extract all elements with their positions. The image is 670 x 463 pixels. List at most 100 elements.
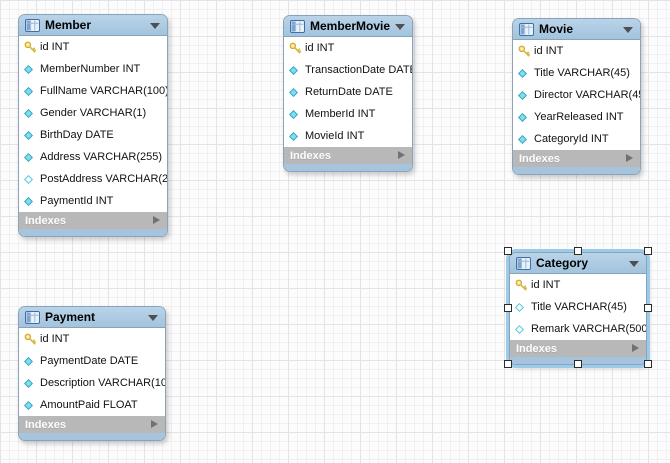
column-row[interactable]: PostAddress VARCHAR(255) [19, 168, 167, 190]
column-row[interactable]: PaymentDate DATE [19, 350, 165, 372]
indexes-footer[interactable]: Indexes [284, 147, 412, 164]
table-bottom-strip [19, 433, 165, 440]
selection-handle[interactable] [574, 247, 582, 255]
column-row[interactable]: id INT [510, 274, 646, 296]
column-row[interactable]: id INT [19, 36, 167, 58]
column-row[interactable]: Address VARCHAR(255) [19, 146, 167, 168]
column-row[interactable]: MemberNumber INT [19, 58, 167, 80]
column-row[interactable]: id INT [284, 37, 412, 59]
selection-handle[interactable] [504, 360, 512, 368]
collapse-arrow-icon[interactable] [148, 315, 158, 321]
indexes-label: Indexes [519, 152, 560, 165]
diamond-filled-icon [289, 65, 302, 75]
table-title: Payment [45, 309, 96, 324]
table-title: Movie [539, 21, 574, 36]
column-label: Director VARCHAR(45) [534, 89, 641, 101]
selection-handle[interactable] [504, 303, 512, 312]
selection-handle[interactable] [644, 247, 652, 255]
column-row[interactable]: Title VARCHAR(45) [513, 62, 640, 84]
table-icon [290, 19, 305, 33]
column-row[interactable]: Remark VARCHAR(500) [510, 318, 646, 340]
column-label: Remark VARCHAR(500) [531, 323, 647, 335]
primary-key-icon [518, 45, 531, 57]
expand-arrow-icon [151, 420, 158, 428]
table-bottom-strip [284, 164, 412, 171]
indexes-footer[interactable]: Indexes [513, 150, 640, 167]
collapse-arrow-icon[interactable] [150, 23, 160, 29]
table-category-header[interactable]: Category [510, 253, 646, 274]
table-icon [25, 310, 40, 324]
table-icon [519, 22, 534, 36]
column-row[interactable]: id INT [19, 328, 165, 350]
collapse-arrow-icon[interactable] [395, 24, 405, 30]
column-label: PaymentId INT [40, 195, 114, 207]
column-label: Address VARCHAR(255) [40, 151, 163, 163]
table-movie[interactable]: Movie id INT Title VARCHAR(45) Director … [512, 18, 641, 175]
table-title: Member [45, 17, 92, 32]
diamond-outline-icon [515, 302, 528, 312]
column-row[interactable]: CategoryId INT [513, 128, 640, 150]
diamond-filled-icon [24, 108, 37, 118]
indexes-footer[interactable]: Indexes [510, 340, 646, 357]
indexes-label: Indexes [25, 214, 66, 227]
column-row[interactable]: Gender VARCHAR(1) [19, 102, 167, 124]
diamond-outline-icon [24, 174, 37, 184]
primary-key-icon [289, 42, 302, 54]
table-member-header[interactable]: Member [19, 15, 167, 36]
table-bottom-strip [513, 167, 640, 174]
selection-handle[interactable] [644, 360, 652, 368]
column-label: AmountPaid FLOAT [40, 399, 138, 411]
table-membermovie[interactable]: MemberMovie id INT TransactionDate DATE … [283, 15, 413, 172]
table-payment[interactable]: Payment id INT PaymentDate DATE Descript… [18, 306, 166, 441]
table-payment-header[interactable]: Payment [19, 307, 165, 328]
indexes-label: Indexes [516, 342, 557, 355]
column-label: id INT [40, 41, 70, 53]
column-row[interactable]: id INT [513, 40, 640, 62]
collapse-arrow-icon[interactable] [629, 261, 639, 267]
column-label: MovieId INT [305, 130, 365, 142]
diamond-filled-icon [518, 68, 531, 78]
column-row[interactable]: MovieId INT [284, 125, 412, 147]
column-row[interactable]: Description VARCHAR(100) [19, 372, 165, 394]
table-icon [516, 256, 531, 270]
diamond-filled-icon [289, 87, 302, 97]
table-member[interactable]: Member id INT MemberNumber INT FullName … [18, 14, 168, 237]
column-label: ReturnDate DATE [305, 86, 393, 98]
column-row[interactable]: FullName VARCHAR(100) [19, 80, 167, 102]
column-row[interactable]: AmountPaid FLOAT [19, 394, 165, 416]
collapse-arrow-icon[interactable] [623, 27, 633, 33]
indexes-label: Indexes [290, 149, 331, 162]
column-row[interactable]: YearReleased INT [513, 106, 640, 128]
column-label: MemberId INT [305, 108, 376, 120]
table-title: Category [536, 255, 589, 270]
diamond-filled-icon [24, 378, 37, 388]
table-movie-header[interactable]: Movie [513, 19, 640, 40]
column-row[interactable]: Director VARCHAR(45) [513, 84, 640, 106]
column-label: id INT [531, 279, 561, 291]
indexes-footer[interactable]: Indexes [19, 212, 167, 229]
indexes-footer[interactable]: Indexes [19, 416, 165, 433]
column-label: Title VARCHAR(45) [531, 301, 627, 313]
column-row[interactable]: TransactionDate DATE [284, 59, 412, 81]
selection-handle[interactable] [504, 247, 512, 255]
diamond-filled-icon [24, 130, 37, 140]
column-row[interactable]: ReturnDate DATE [284, 81, 412, 103]
diamond-filled-icon [24, 86, 37, 96]
column-row[interactable]: PaymentId INT [19, 190, 167, 212]
selection-handle[interactable] [574, 360, 582, 368]
table-category[interactable]: Category id INT Title VARCHAR(45) Remark… [509, 252, 647, 365]
selection-handle[interactable] [644, 303, 652, 312]
column-row[interactable]: Title VARCHAR(45) [510, 296, 646, 318]
expand-arrow-icon [632, 344, 639, 352]
column-row[interactable]: MemberId INT [284, 103, 412, 125]
column-row[interactable]: BirthDay DATE [19, 124, 167, 146]
diamond-filled-icon [24, 152, 37, 162]
diamond-filled-icon [289, 131, 302, 141]
table-title: MemberMovie [310, 18, 391, 33]
expand-arrow-icon [626, 154, 633, 162]
table-membermovie-header[interactable]: MemberMovie [284, 16, 412, 37]
column-label: PostAddress VARCHAR(255) [40, 173, 168, 185]
primary-key-icon [24, 41, 37, 53]
diamond-filled-icon [24, 64, 37, 74]
